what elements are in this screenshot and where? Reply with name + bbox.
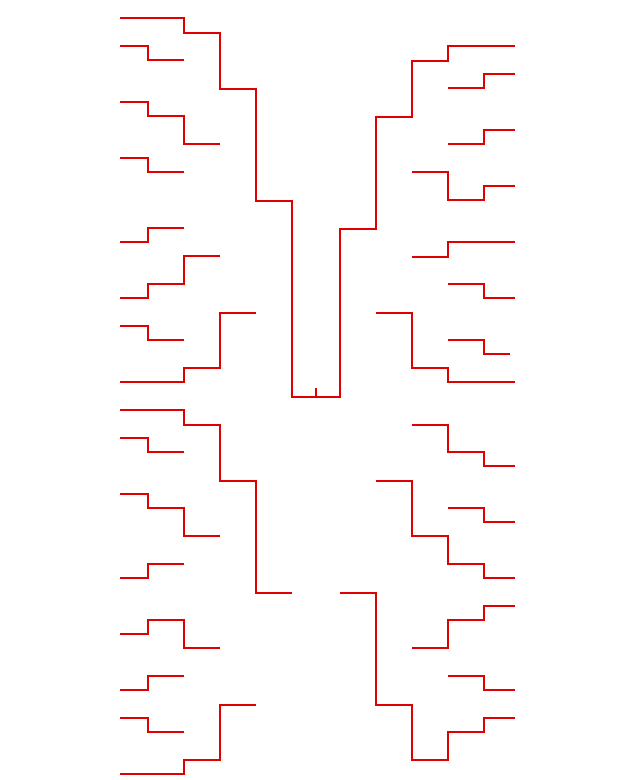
bracket-line-right-bot-5 <box>448 675 515 691</box>
bracket-line-right-top-8 <box>376 312 515 383</box>
bracket-line-left-bot-4 <box>120 563 184 579</box>
bracket-lines <box>120 17 515 775</box>
bracket-line-right-top-1 <box>316 45 515 398</box>
bracket-line-right-top-2 <box>448 73 515 89</box>
bracket-line-right-bot-3 <box>376 480 515 579</box>
bracket-line-left-bot-7 <box>120 717 184 733</box>
bracket-line-right-top-3 <box>448 129 515 145</box>
bracket-line-right-bot-2 <box>448 507 515 523</box>
bracket-line-left-top-3 <box>120 101 220 145</box>
bracket-line-left-top-6 <box>120 255 220 299</box>
bracket-line-left-top-8 <box>120 312 256 383</box>
bracket-line-right-bot-4 <box>412 605 515 649</box>
bracket-line-left-bot-8 <box>120 704 256 775</box>
bracket-line-left-bot-3 <box>120 493 220 537</box>
bracket-line-right-top-4 <box>412 171 515 201</box>
bracket-line-right-bot-6 <box>340 592 515 761</box>
bracket-line-left-top-2 <box>120 45 184 61</box>
bracket-line-left-bot-2 <box>120 437 184 453</box>
bracket-line-left-top-5 <box>120 227 184 243</box>
bracket-line-left-bot-5 <box>120 619 220 649</box>
bracket-line-left-top-7 <box>120 325 184 341</box>
bracket-line-left-bot-6 <box>120 675 184 691</box>
bracket-line-left-top-4 <box>120 157 184 173</box>
bracket-line-left-bot-1 <box>120 409 292 594</box>
bracket-line-left-top-1 <box>120 17 316 398</box>
bracket-line-right-top-7 <box>448 339 510 355</box>
bracket-line-right-bot-1 <box>412 424 515 467</box>
bracket-line-right-top-5 <box>412 241 515 258</box>
bracket-line-right-top-6 <box>448 283 515 299</box>
